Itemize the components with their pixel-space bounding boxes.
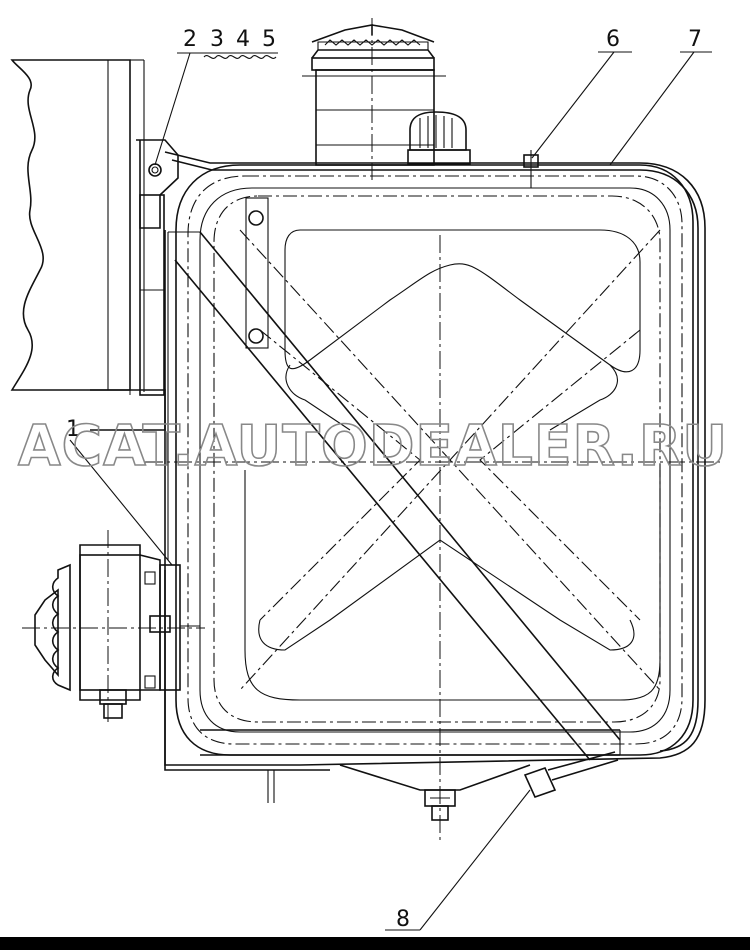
callout-4: 4 <box>236 27 250 52</box>
center-lines <box>22 18 720 840</box>
watermark: ACAT.AUTODEALER.RU <box>18 414 728 479</box>
callouts: 2 3 4 5 6 7 1 8 <box>66 27 702 932</box>
filler-neck <box>302 24 446 166</box>
baffle-plate <box>239 229 661 701</box>
callout-3: 3 <box>210 27 224 52</box>
leader-lines <box>69 51 712 931</box>
callout-7: 7 <box>688 27 702 52</box>
strap-tensioner <box>523 150 539 188</box>
callout-2: 2 <box>183 27 197 52</box>
frame-rail <box>10 59 145 392</box>
drain-fitting <box>523 751 619 798</box>
callout-6: 6 <box>606 27 620 52</box>
callout-5: 5 <box>262 27 276 52</box>
callout-1: 1 <box>66 417 80 442</box>
side-support-plate <box>167 197 269 560</box>
bottom-channel <box>164 570 621 803</box>
callout-tilde <box>203 55 277 59</box>
mounting-strap <box>164 151 706 766</box>
diagonal-brace <box>174 231 621 761</box>
callout-8: 8 <box>396 907 410 932</box>
drain-sump <box>339 764 531 821</box>
level-sender <box>407 111 471 165</box>
bottom-border <box>0 937 750 950</box>
